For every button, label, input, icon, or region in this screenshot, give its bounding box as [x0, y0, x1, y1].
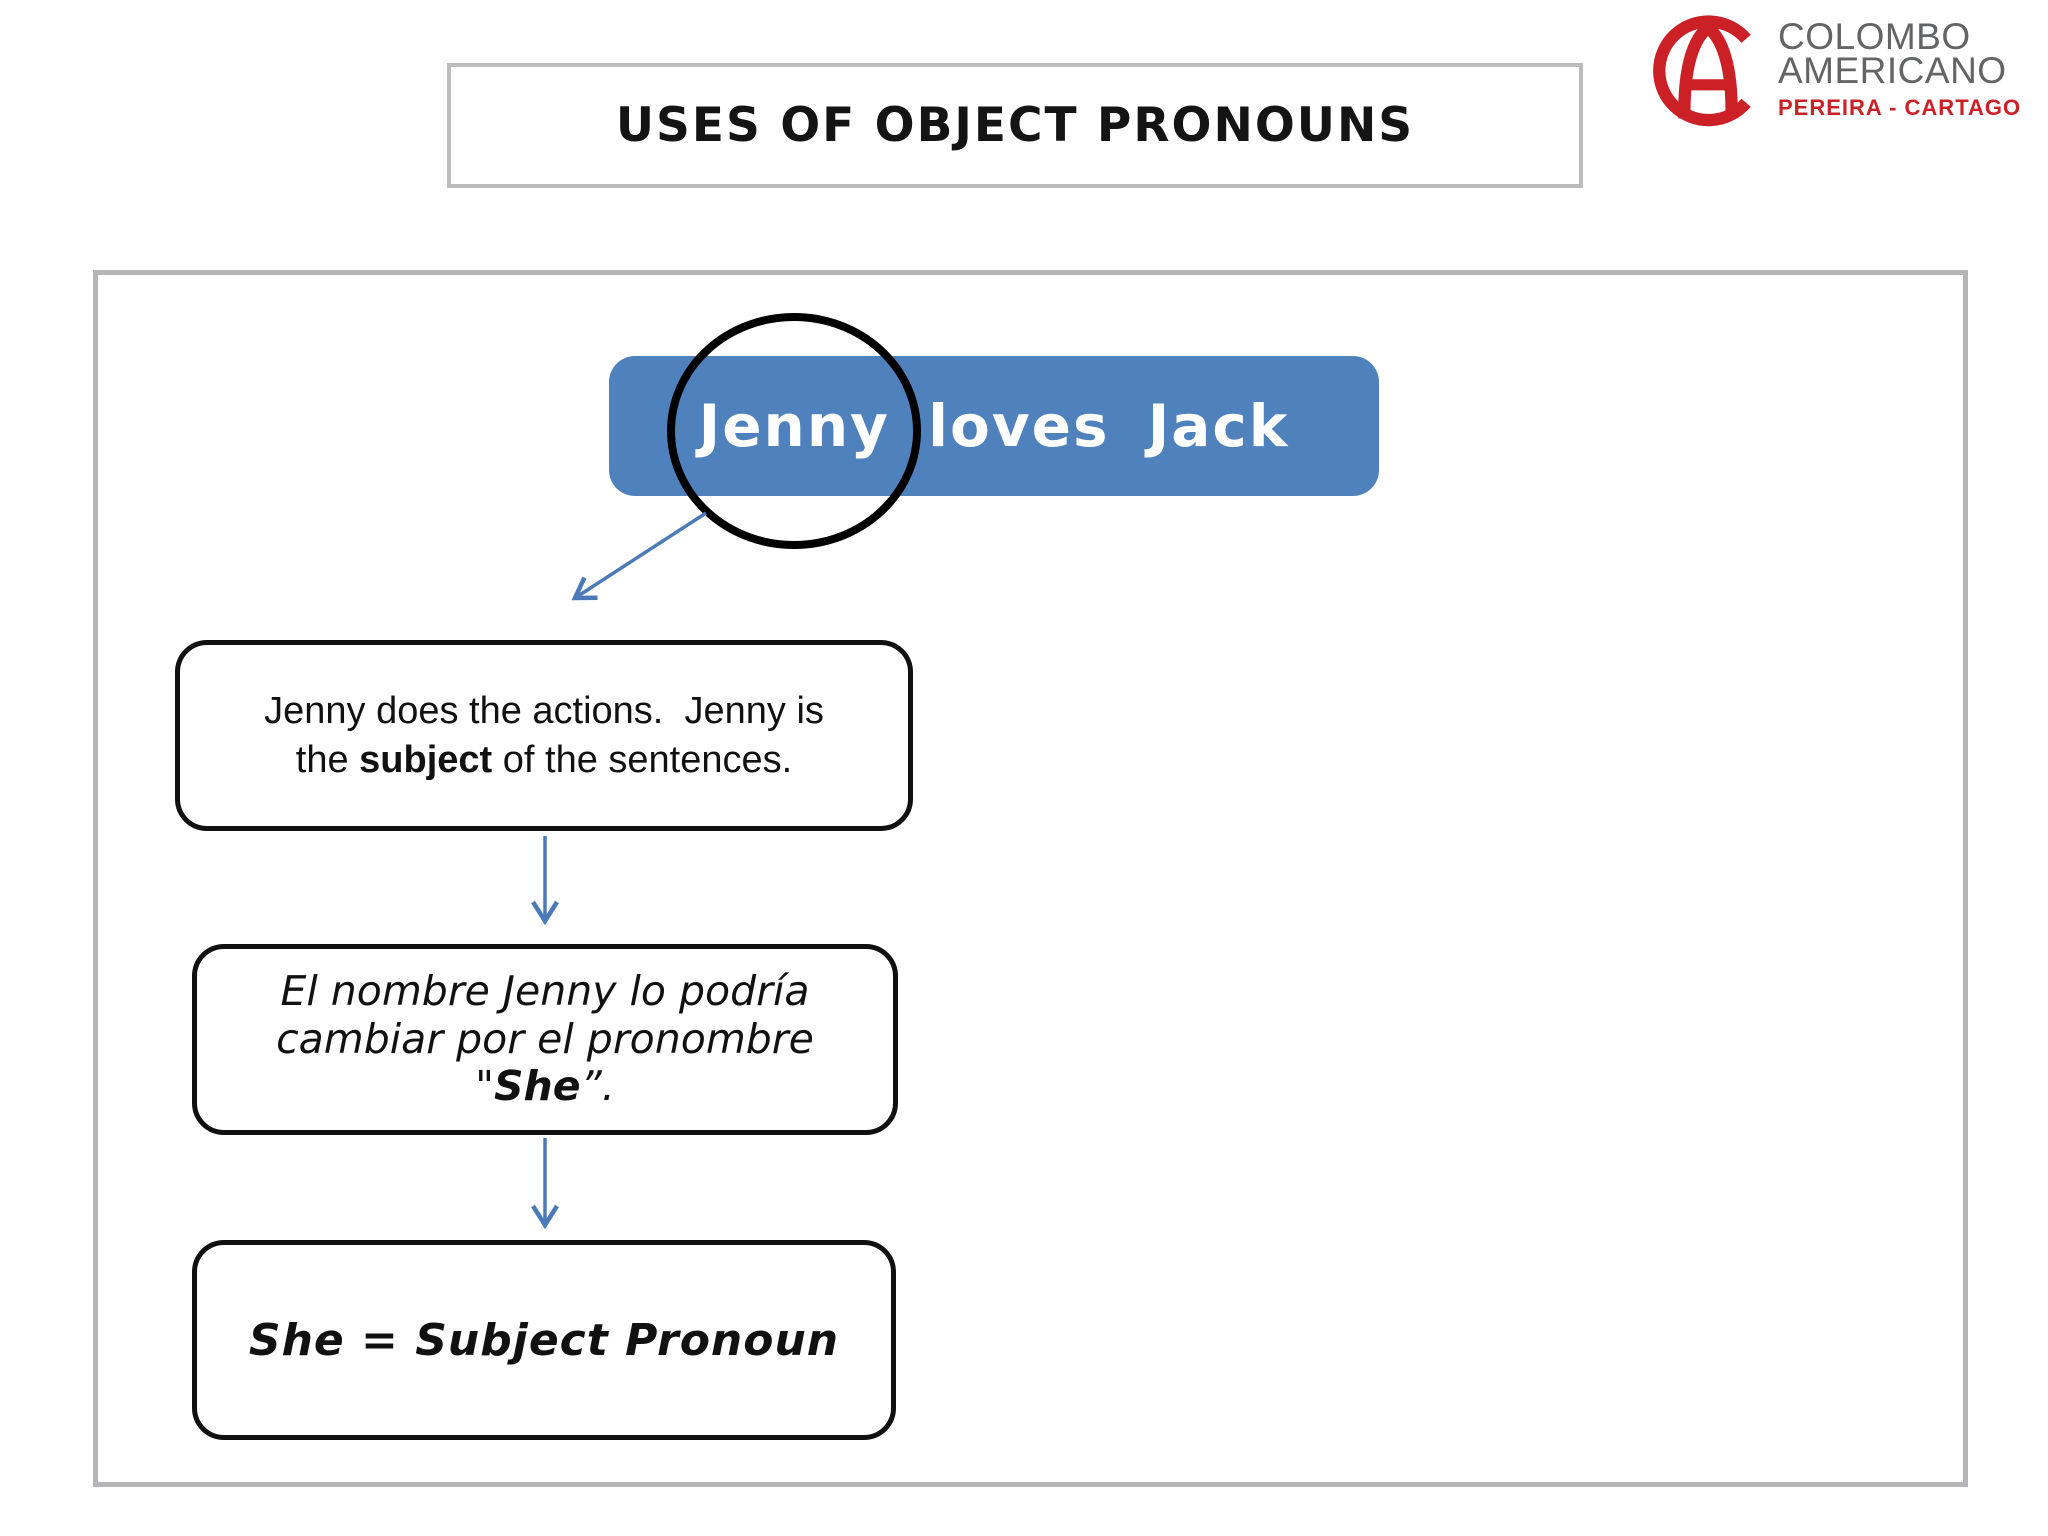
logo-subtitle: PEREIRA - CARTAGO: [1778, 94, 2022, 120]
spanish-line1: El nombre Jenny lo podría: [280, 966, 810, 1015]
subject-explanation-box: Jenny does the actions. Jenny is the sub…: [175, 640, 913, 831]
logo: COLOMBO AMERICANO PEREIRA - CARTAGO: [1652, 6, 2021, 130]
spanish-explanation-box: El nombre Jenny lo podría cambiar por el…: [192, 944, 898, 1135]
pronoun-keyword: She: [494, 1062, 581, 1111]
subject-line2: the subject of the sentences.: [295, 738, 793, 781]
subject-keyword: subject: [359, 738, 493, 781]
spanish-line2: cambiar por el pronombre: [276, 1014, 814, 1063]
logo-text: COLOMBO AMERICANO PEREIRA - CARTAGO: [1778, 6, 2021, 121]
logo-name-line2: AMERICANO: [1778, 50, 2007, 92]
result-box: She = Subject Pronoun: [192, 1240, 896, 1440]
spanish-line3: "She”.: [475, 1062, 615, 1111]
ca-monogram-icon: [1653, 15, 1751, 127]
title-box: USES OF OBJECT PRONOUNS: [447, 63, 1583, 188]
sentence-text: Jenny loves Jack: [698, 392, 1290, 460]
page-title: USES OF OBJECT PRONOUNS: [615, 98, 1415, 153]
logo-name-line1: COLOMBO: [1778, 16, 1971, 57]
result-text: She = Subject Pronoun: [248, 1314, 840, 1366]
sentence-banner: Jenny loves Jack: [609, 356, 1379, 496]
subject-line1: Jenny does the actions. Jenny is: [264, 689, 824, 732]
